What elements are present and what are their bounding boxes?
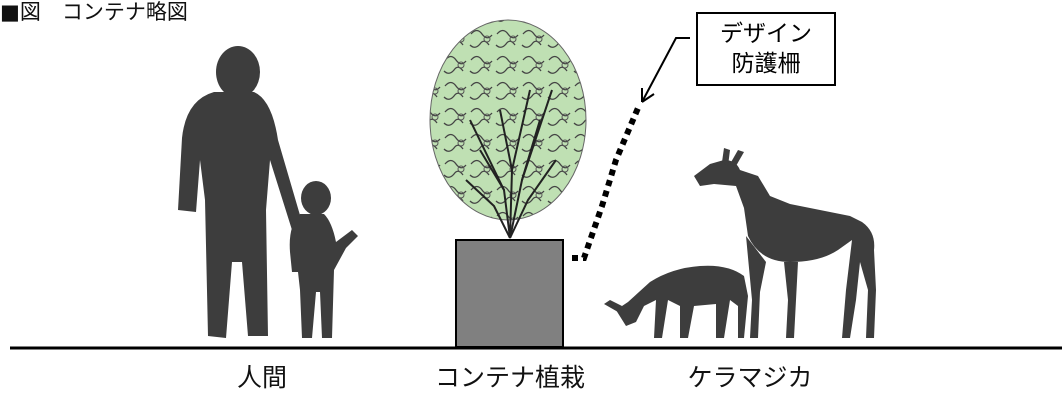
callout-arrow <box>641 37 690 103</box>
fawn-icon <box>604 265 748 338</box>
callout-line-1: デザイン <box>720 21 812 47</box>
container-planter <box>455 239 564 348</box>
label-deer: ケラマジカ <box>687 363 813 392</box>
callout-line-2: 防護柵 <box>731 51 801 77</box>
design-fence-line <box>572 106 641 261</box>
callout-box: デザイン 防護柵 <box>696 12 836 86</box>
figure-title: ■図 コンテナ略図 <box>0 0 188 24</box>
child-silhouette-icon <box>289 181 358 338</box>
label-human: 人間 <box>236 363 288 392</box>
adult-silhouette-icon <box>178 46 302 338</box>
label-container: コンテナ植栽 <box>434 363 586 392</box>
deer-icon <box>694 148 876 338</box>
tree-icon <box>429 19 587 239</box>
